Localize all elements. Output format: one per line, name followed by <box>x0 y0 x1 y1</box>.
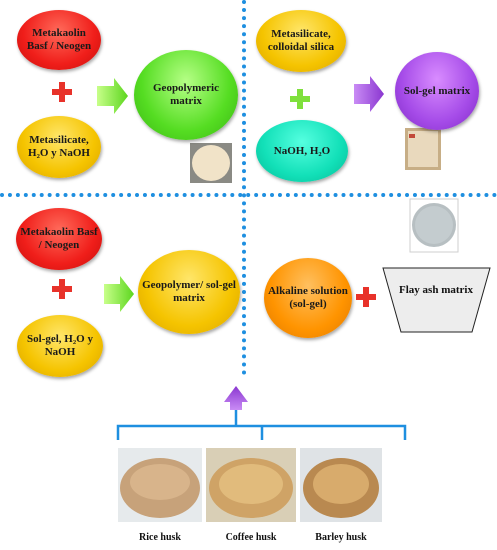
alkaline-solution-label: Alkaline solution (sol-gel) <box>268 285 348 310</box>
geopolymeric-matrix-label: Geopolymeric matrix <box>153 82 219 107</box>
geopolymer-solgel-matrix-node: Geopolymer/ sol-gel matrix <box>138 250 240 334</box>
fly-ash-matrix-label: Flay ash matrix <box>399 284 473 296</box>
plus-icon-q4 <box>356 287 376 307</box>
naoh-label-q2: NaOH, H₂O <box>273 144 331 157</box>
husk-bracket <box>116 410 407 440</box>
geopolymeric-matrix-node: Geopolymeric matrix <box>134 50 238 140</box>
solgel-matrix-label: Sol-gel matrix <box>403 84 471 97</box>
plus-icon-q3 <box>52 279 72 299</box>
horizontal-divider <box>0 193 497 197</box>
arrow-right-q3 <box>104 276 134 312</box>
arrow-right-q2 <box>354 76 384 112</box>
metakaolin-node-q3: Metakaolin Basf / Neogen <box>16 208 102 270</box>
solgel-sample-photo <box>405 128 441 170</box>
arrow-up-husks <box>224 386 248 410</box>
plus-icon-q1 <box>52 82 72 102</box>
geopolymer-sample-photo <box>190 143 232 183</box>
rice-husk-photo <box>118 448 202 522</box>
coffee-husk-photo <box>206 448 296 522</box>
solgel-matrix-node: Sol-gel matrix <box>395 52 479 130</box>
solgel-label-q3: Sol-gel, H₂O y NaOH <box>27 333 93 358</box>
metakaolin-label-q1: Metakaolin Basf / Neogen <box>26 27 92 52</box>
vertical-divider <box>242 0 246 375</box>
plus-icon-q2 <box>290 89 310 109</box>
fly-ash-tray <box>382 267 491 333</box>
barley-husk-label: Barley husk <box>315 532 367 543</box>
solgel-node-q3: Sol-gel, H₂O y NaOH <box>17 315 103 377</box>
metakaolin-label-q3: Metakaolin Basf / Neogen <box>20 226 98 251</box>
metasilicate-label-q2: Metasilicate, colloidal silica <box>267 28 335 53</box>
rice-husk-label: Rice husk <box>139 532 181 543</box>
barley-husk-photo <box>300 448 382 522</box>
metasilicate-node-q2: Metasilicate, colloidal silica <box>256 10 346 72</box>
arrow-right-q1 <box>97 78 128 114</box>
naoh-node-q2: NaOH, H₂O <box>256 120 348 182</box>
coffee-husk-label: Coffee husk <box>225 532 277 543</box>
metasilicate-label-q1: Metasilicate, H₂O y NaOH <box>28 134 90 159</box>
geopolymer-solgel-matrix-label: Geopolymer/ sol-gel matrix <box>142 279 236 304</box>
fly-ash-sample-photo <box>409 198 459 253</box>
alkaline-solution-node: Alkaline solution (sol-gel) <box>264 258 352 338</box>
metakaolin-node-q1: Metakaolin Basf / Neogen <box>17 10 101 70</box>
metasilicate-node-q1: Metasilicate, H₂O y NaOH <box>17 116 101 178</box>
